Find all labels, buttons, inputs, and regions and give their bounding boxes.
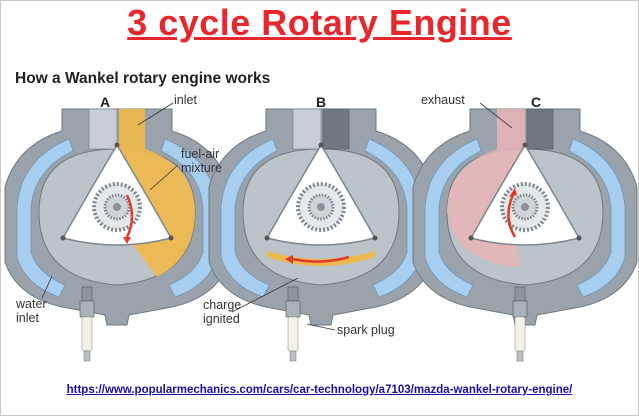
- compressed-charge: [267, 251, 375, 266]
- label-inlet: inlet: [174, 93, 197, 107]
- diagram-subtitle: How a Wankel rotary engine works: [15, 70, 271, 87]
- source-link[interactable]: https://www.popularmechanics.com/cars/ca…: [66, 384, 573, 396]
- stage-label-a: A: [100, 94, 110, 110]
- stage-label-c: C: [531, 94, 541, 110]
- engine-stage-c: [412, 108, 638, 362]
- label-water-1: water: [15, 297, 47, 311]
- page-title: 3 cycle Rotary Engine: [127, 2, 512, 43]
- rotation-arrow: [125, 194, 134, 238]
- label-exhaust: exhaust: [421, 93, 465, 107]
- label-charge-1: charge: [203, 298, 241, 312]
- rotation-arrow: [507, 194, 517, 238]
- stage-label-b: B: [316, 94, 326, 110]
- label-water-2: inlet: [16, 311, 39, 325]
- engine-stage-b: [208, 108, 434, 362]
- engine-stage-a: [4, 108, 230, 362]
- label-charge-2: ignited: [203, 312, 240, 326]
- rotation-arrow: [292, 255, 350, 263]
- label-fuel-air-1: fuel-air: [181, 147, 219, 161]
- label-fuel-air-2: mixture: [181, 161, 222, 175]
- label-spark-plug: spark plug: [337, 323, 395, 337]
